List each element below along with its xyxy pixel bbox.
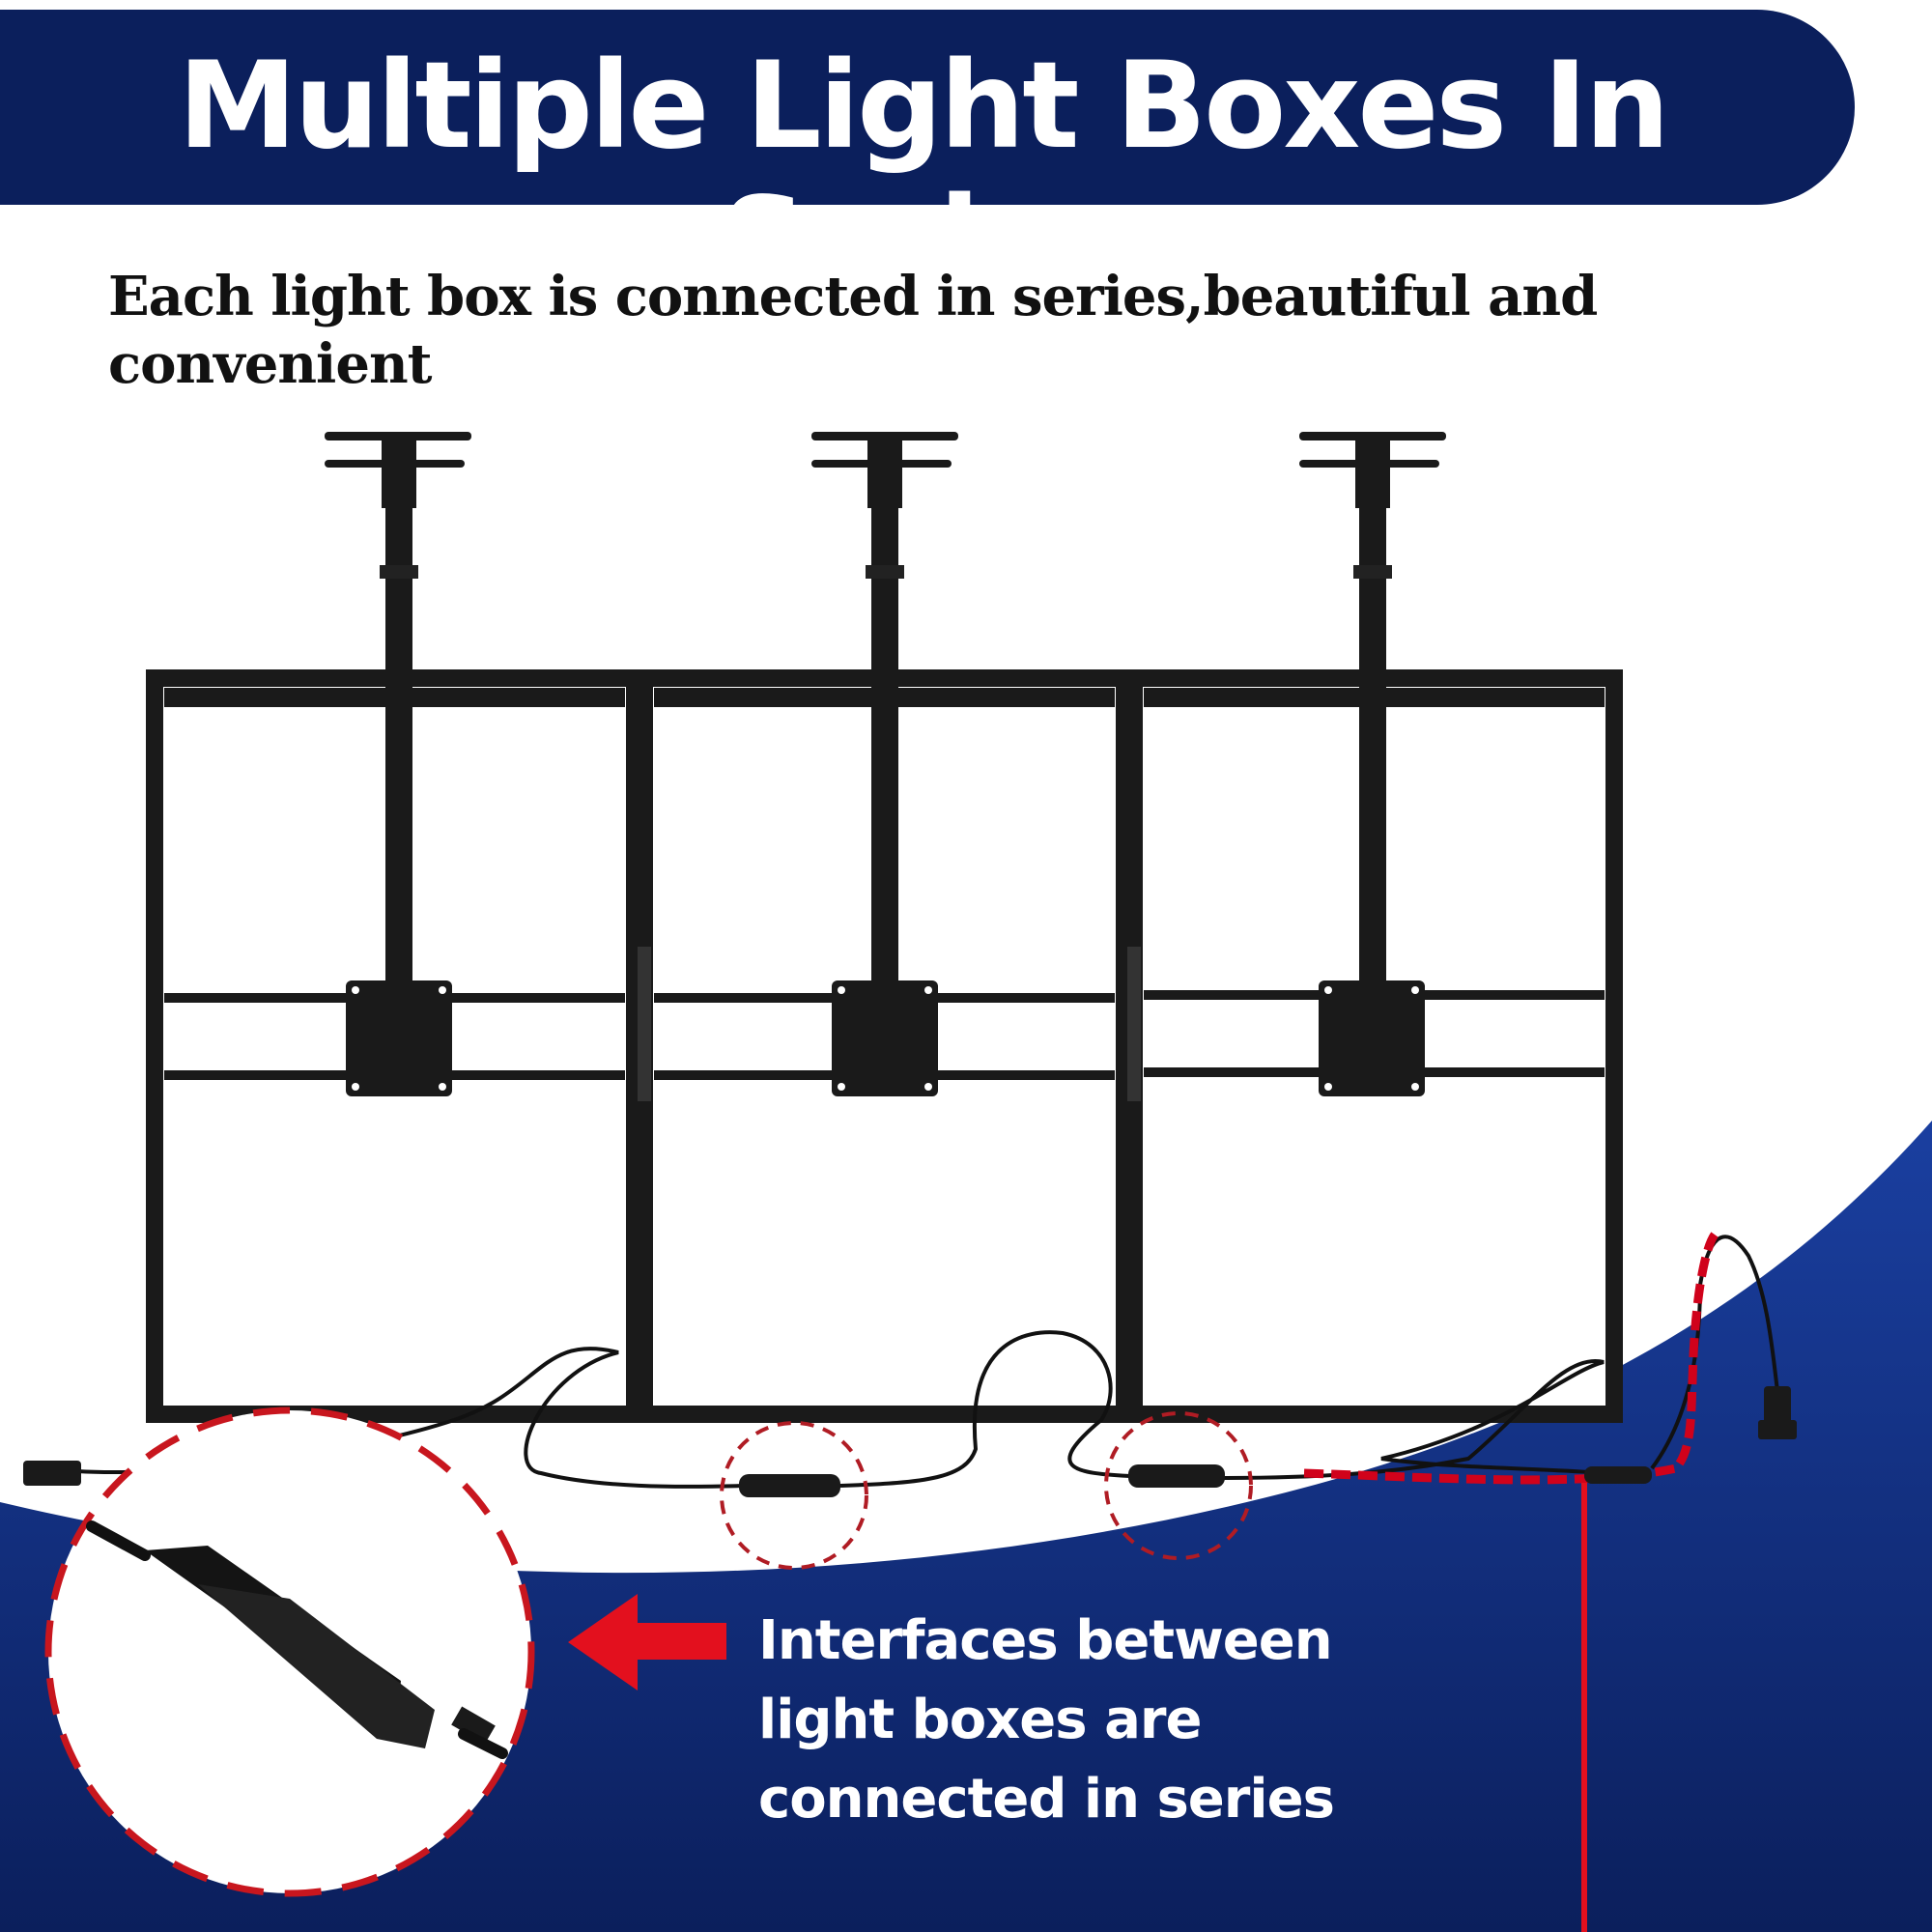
title-banner (0, 10, 1855, 205)
subtitle: Each light box is connected in series,be… (108, 265, 1598, 396)
page-title: Multiple Light Boxes In Series (178, 37, 1670, 311)
plug-icon (23, 1386, 1797, 1486)
callout-line: Interfaces between (758, 1609, 1333, 1672)
ceiling-mount-3 (1299, 432, 1446, 1096)
connector-icon (739, 1464, 1652, 1497)
connector-zoom-detail (44, 1406, 535, 1897)
ceiling-mount-1 (325, 432, 471, 1096)
callout-line: connected in series (758, 1768, 1335, 1831)
connector-highlight-circle-1 (720, 1421, 868, 1570)
callout-line: light boxes are (758, 1689, 1202, 1751)
power-cable-highlight (1303, 1232, 1719, 1485)
ceiling-mount-2 (811, 432, 958, 1096)
arrow-left-icon (568, 1594, 726, 1690)
connector-highlight-circle-2 (1104, 1411, 1253, 1560)
callout-text: Interfaces between light boxes are conne… (758, 1602, 1338, 1839)
